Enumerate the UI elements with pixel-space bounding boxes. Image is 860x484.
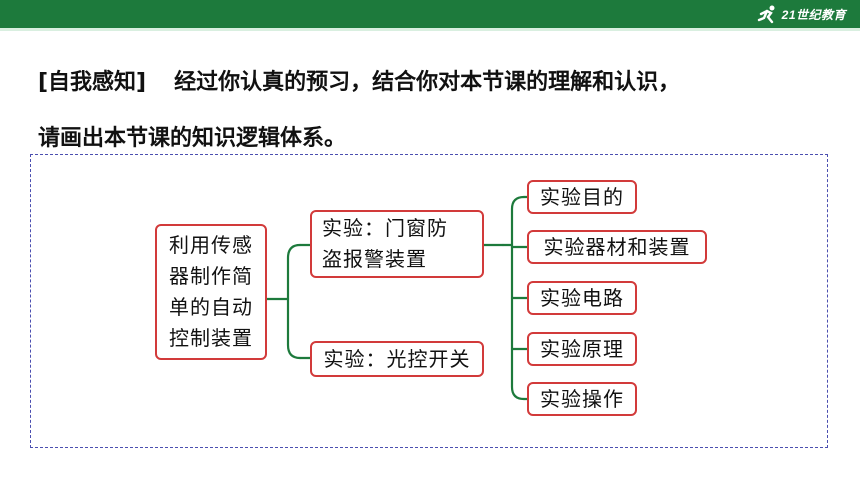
header-bar: 21世纪教育 [0,0,860,28]
mindmap-root-node: 利用传感 器制作简 单的自动 控制装置 [155,224,267,360]
brand-text: 21世纪教育 [781,7,846,22]
mindmap-leaf-circuit: 实验电路 [527,281,637,315]
root-line: 控制装置 [169,326,253,350]
connector-root-branch [286,243,302,360]
brand-logo: 21世纪教育 [757,2,846,26]
intro-tag: [自我感知] [38,70,147,95]
mindmap-branch-light-switch: 实验：光控开关 [310,341,484,377]
mindmap-leaf-purpose: 实验目的 [527,180,637,214]
root-line: 单的自动 [169,295,253,319]
root-line: 利用传感 [169,233,253,257]
mindmap-leaf-operation: 实验操作 [527,382,637,416]
mindmap-leaf-principle: 实验原理 [527,332,637,366]
mindmap-frame [30,154,828,448]
root-line: 器制作简 [169,264,253,288]
header-divider [0,28,860,31]
runner-icon [757,5,775,24]
branch-line: 实验：门窗防 [322,216,448,240]
mindmap-leaf-equipment: 实验器材和装置 [527,230,707,264]
intro-paragraph: [自我感知] 经过你认真的预习，结合你对本节课的理解和认识， 请画出本节课的知识逻… [38,55,838,167]
mindmap-branch-door-alarm: 实验：门窗防 盗报警装置 [310,210,484,278]
intro-line-2: 请画出本节课的知识逻辑体系。 [38,126,347,151]
intro-text-1: 经过你认真的预习，结合你对本节课的理解和认识， [174,70,681,95]
branch-line: 盗报警装置 [322,247,427,271]
intro-line-1: [自我感知] 经过你认真的预习，结合你对本节课的理解和认识， [38,55,838,111]
